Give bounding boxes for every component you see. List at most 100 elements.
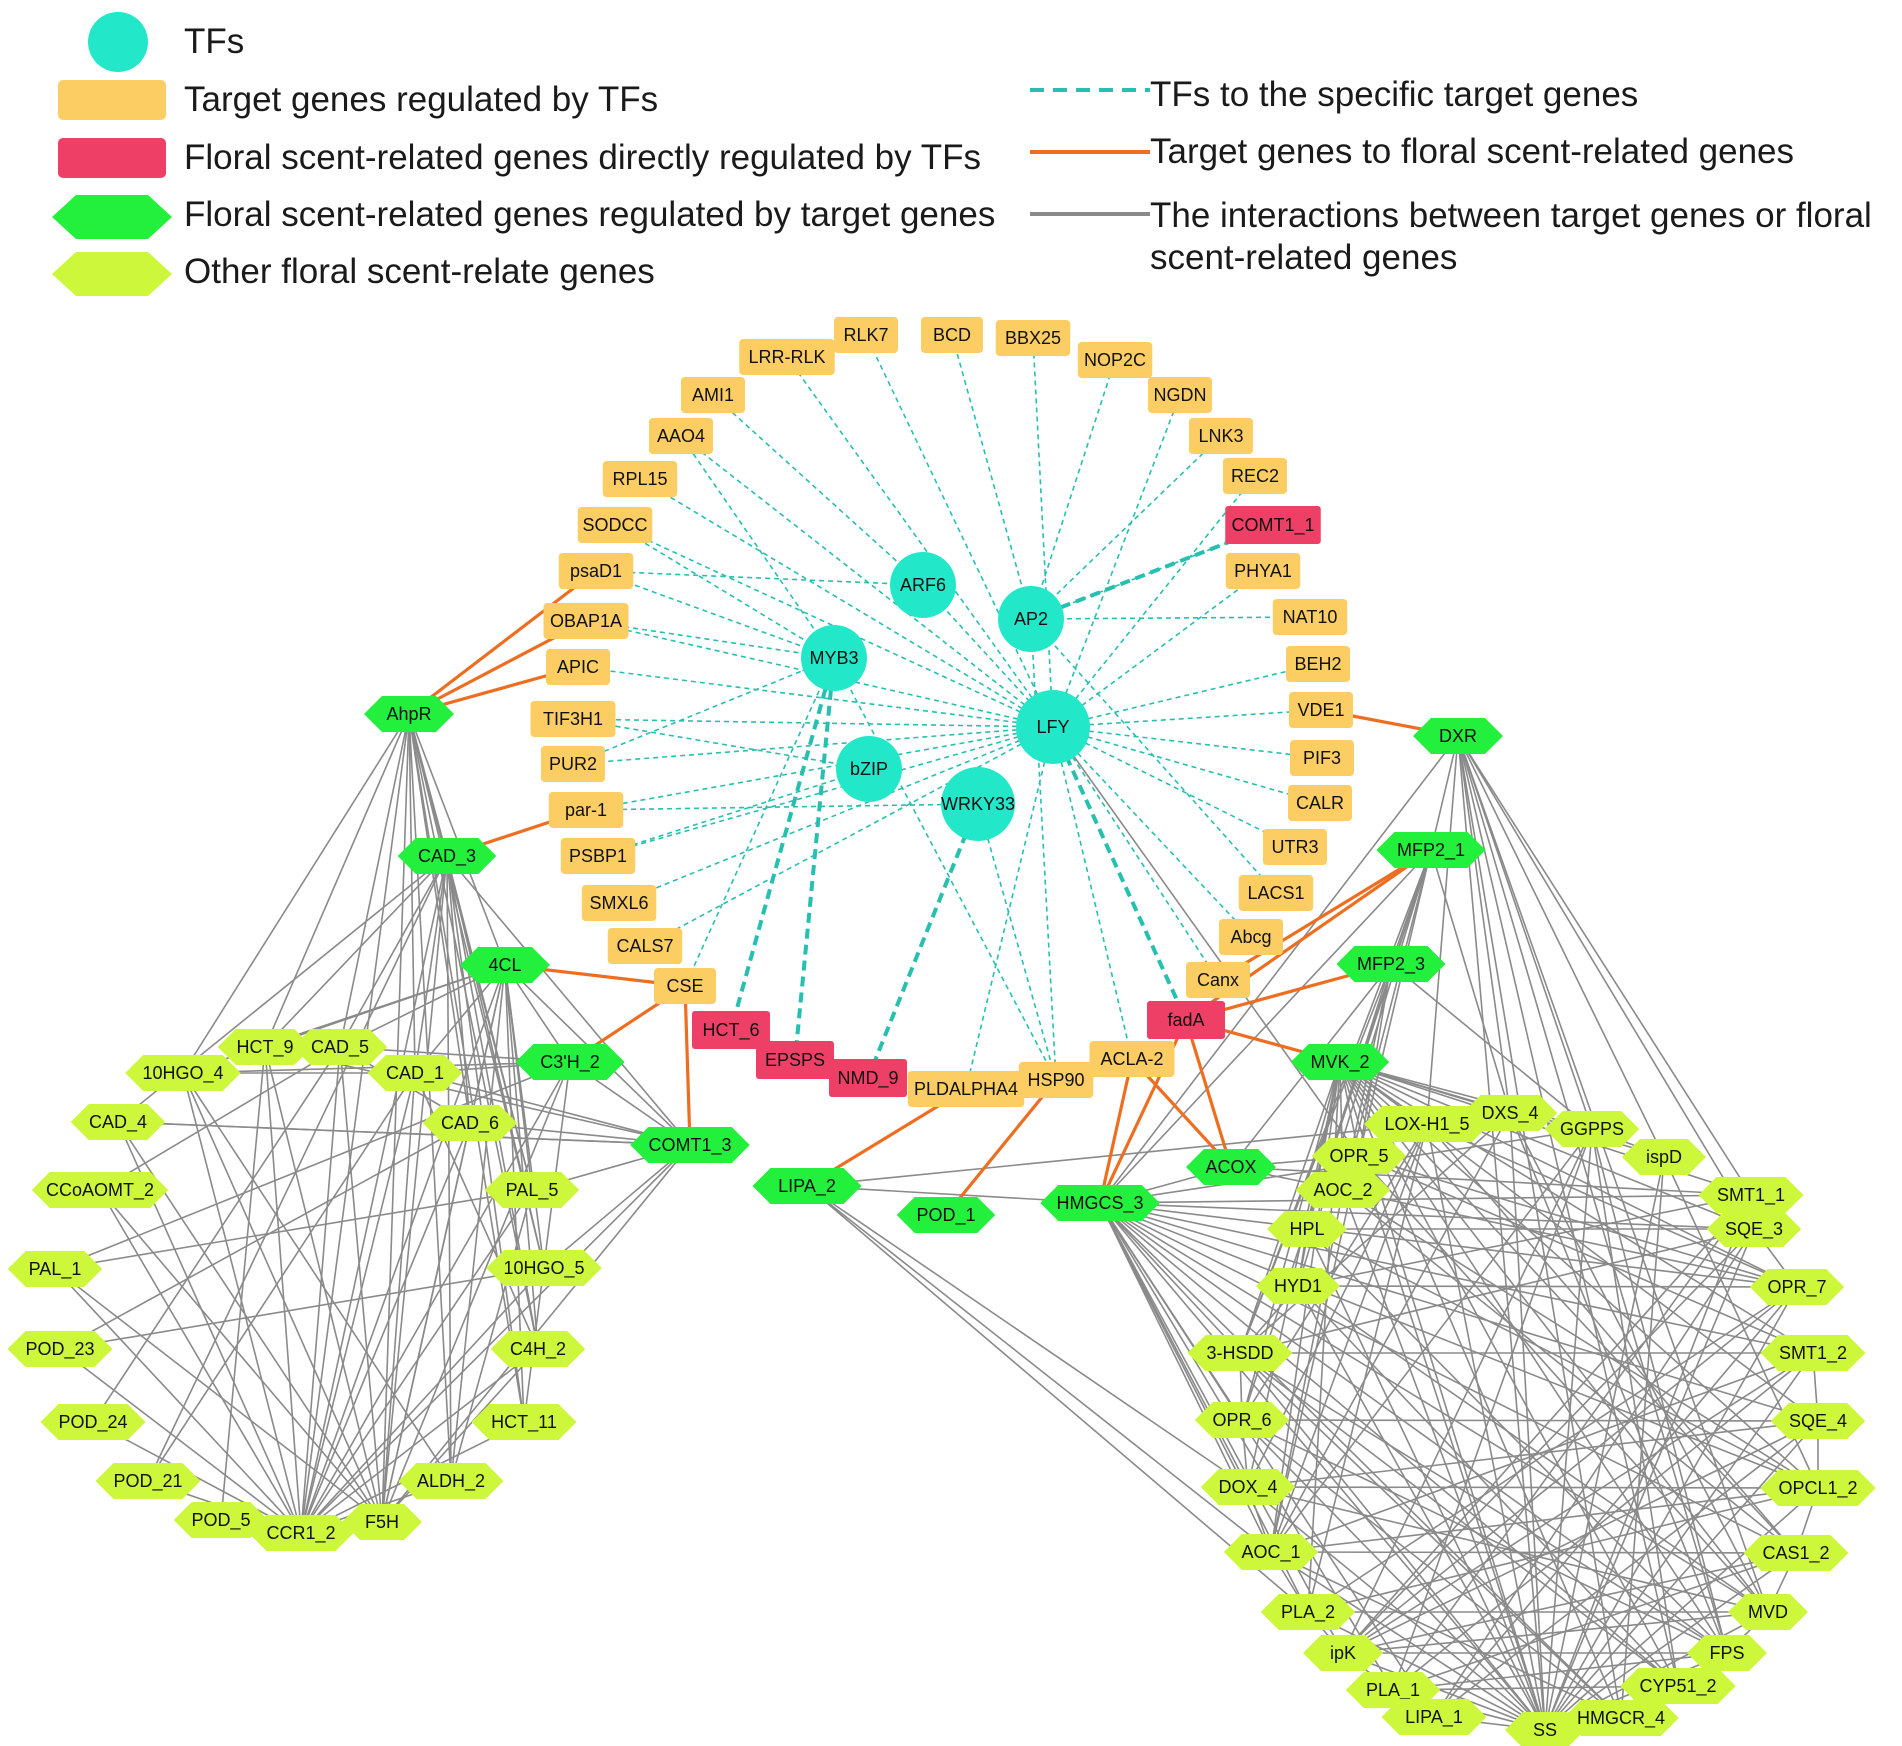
legend: TFs Target genes regulated by TFs Floral… xyxy=(0,0,1902,300)
node-shape xyxy=(541,746,605,782)
node-shape xyxy=(1706,1211,1802,1247)
target-gene-node-pldalpha4: PLDALPHA4 xyxy=(907,1071,1025,1107)
interaction-edge xyxy=(300,1267,545,1534)
legend-other-floral: Other floral scent-relate genes xyxy=(184,252,655,291)
interaction-edge xyxy=(300,1046,341,1534)
interaction-edge xyxy=(1099,1202,1728,1654)
interaction-edge xyxy=(1239,1352,1679,1687)
node-label: psaD1 xyxy=(570,561,622,581)
other-floral-gene-node-pla-2: PLA_2 xyxy=(1260,1594,1356,1630)
interaction-edge xyxy=(300,1122,471,1534)
tf-target-edge xyxy=(597,726,1054,857)
node-shape xyxy=(1225,506,1321,544)
node-label: SODCC xyxy=(582,515,647,535)
interaction-edge xyxy=(1297,1285,1769,1613)
legend-direct-floral: Floral scent-related genes directly regu… xyxy=(184,138,981,177)
floral-target-gene-node-lipa-2: LIPA_2 xyxy=(752,1168,862,1204)
target-gene-node-utr3: UTR3 xyxy=(1263,829,1327,865)
node-label: APIC xyxy=(557,657,599,677)
node-label: SMT1_2 xyxy=(1779,1343,1847,1364)
tf-target-edge xyxy=(1052,394,1181,728)
node-label: MFP2_1 xyxy=(1397,840,1465,861)
interaction-edge xyxy=(1509,1112,1728,1654)
interaction-edge xyxy=(381,1072,416,1523)
floral-target-gene-node-4cl: 4CL xyxy=(460,947,550,983)
node-shape xyxy=(834,317,898,353)
tf-direct-edge xyxy=(866,803,980,1079)
other-floral-gene-node-ccoaomt-2: CCoAOMT_2 xyxy=(31,1172,169,1208)
node-label: HMGCS_3 xyxy=(1056,1193,1143,1214)
target-gene-node-nop2c: NOP2C xyxy=(1077,342,1153,378)
target-gene-node-obap1a: OBAP1A xyxy=(543,603,629,639)
interaction-edge xyxy=(1544,1487,1819,1731)
other-floral-gene-node-3-hsdd: 3-HSDD xyxy=(1187,1335,1293,1371)
node-label: HMGCR_4 xyxy=(1577,1708,1665,1729)
floral-target-gene-node-dxr: DXR xyxy=(1413,718,1503,754)
node-label: MVK_2 xyxy=(1310,1052,1369,1073)
node-shape xyxy=(1148,377,1212,413)
interaction-edge xyxy=(1509,1112,1769,1613)
node-shape xyxy=(342,1504,422,1540)
node-shape xyxy=(546,649,610,685)
node-shape xyxy=(40,1404,146,1440)
tf-target-edge xyxy=(1052,475,1256,728)
node-shape xyxy=(607,928,683,964)
target-gene-node-aao4: AAO4 xyxy=(649,418,713,454)
interaction-edge xyxy=(1430,735,1459,851)
interaction-edge xyxy=(543,1144,691,1269)
floral-target-gene-node-cad-3: CAD_3 xyxy=(397,838,497,874)
node-label: MFP2_3 xyxy=(1357,954,1425,975)
other-floral-gene-node-hct-9: HCT_9 xyxy=(217,1029,313,1065)
target-gene-node-pif3: PIF3 xyxy=(1290,740,1354,776)
direct-floral-gene-node-hct-6: HCT_6 xyxy=(692,1011,770,1049)
node-label: POD_24 xyxy=(58,1412,127,1433)
node-label: fadA xyxy=(1167,1010,1204,1030)
interaction-edge xyxy=(220,1046,266,1521)
node-label: RPL15 xyxy=(612,469,667,489)
node-shape xyxy=(941,767,1015,841)
legend-edge-tf: TFs to the specific target genes xyxy=(1150,75,1639,114)
node-shape xyxy=(1749,1269,1845,1305)
tf-target-edge xyxy=(684,657,835,987)
node-shape xyxy=(484,1172,580,1208)
node-shape xyxy=(1760,1470,1876,1506)
other-floral-gene-node-ss: SS xyxy=(1505,1712,1585,1746)
interaction-edge xyxy=(300,1348,539,1534)
interaction-edge xyxy=(1099,1202,1755,1230)
interaction-edge xyxy=(99,1189,302,1534)
interaction-edge xyxy=(446,855,471,1124)
tf-node-bzip: bZIP xyxy=(836,736,902,802)
node-shape xyxy=(1263,829,1327,865)
interaction-edge xyxy=(1239,1352,1622,1719)
node-label: ALDH_2 xyxy=(417,1471,485,1492)
node-label: CAD_1 xyxy=(386,1063,444,1084)
interaction-edge xyxy=(1099,849,1432,1204)
node-shape xyxy=(581,885,657,921)
node-label: CAD_3 xyxy=(418,846,476,867)
node-label: C3'H_2 xyxy=(540,1052,599,1073)
other-floral-gene-node-10hgo-4: 10HGO_4 xyxy=(125,1055,241,1091)
interaction-edge xyxy=(469,964,506,1124)
tf-target-edge xyxy=(1030,618,1277,894)
legend-edge-interaction-line2: scent-related genes xyxy=(1150,238,1458,277)
node-label: PLA_2 xyxy=(1281,1602,1335,1623)
tf-target-edge xyxy=(1052,570,1264,728)
node-shape xyxy=(752,1168,862,1204)
tf-target-edge xyxy=(572,657,835,765)
other-floral-gene-node-aldh-2: ALDH_2 xyxy=(398,1463,504,1499)
interaction-edge xyxy=(1306,1228,1728,1654)
interaction-edge xyxy=(408,713,452,1482)
interaction-edge xyxy=(1358,1155,1814,1354)
node-label: NAT10 xyxy=(1283,607,1338,627)
node-label: DOX_4 xyxy=(1218,1477,1277,1498)
tf-target-edge xyxy=(585,803,979,811)
node-label: PAL_1 xyxy=(29,1259,82,1280)
target-gene-node-psbp1: PSBP1 xyxy=(560,838,636,874)
interaction-edge xyxy=(1247,1420,1819,1488)
node-label: GGPPS xyxy=(1560,1119,1624,1139)
node-shape xyxy=(217,1029,313,1065)
node-shape xyxy=(1223,1534,1319,1570)
interaction-edge xyxy=(1457,735,1546,1731)
tf-target-edge xyxy=(786,356,1054,728)
target-floral-edge xyxy=(1217,848,1432,982)
